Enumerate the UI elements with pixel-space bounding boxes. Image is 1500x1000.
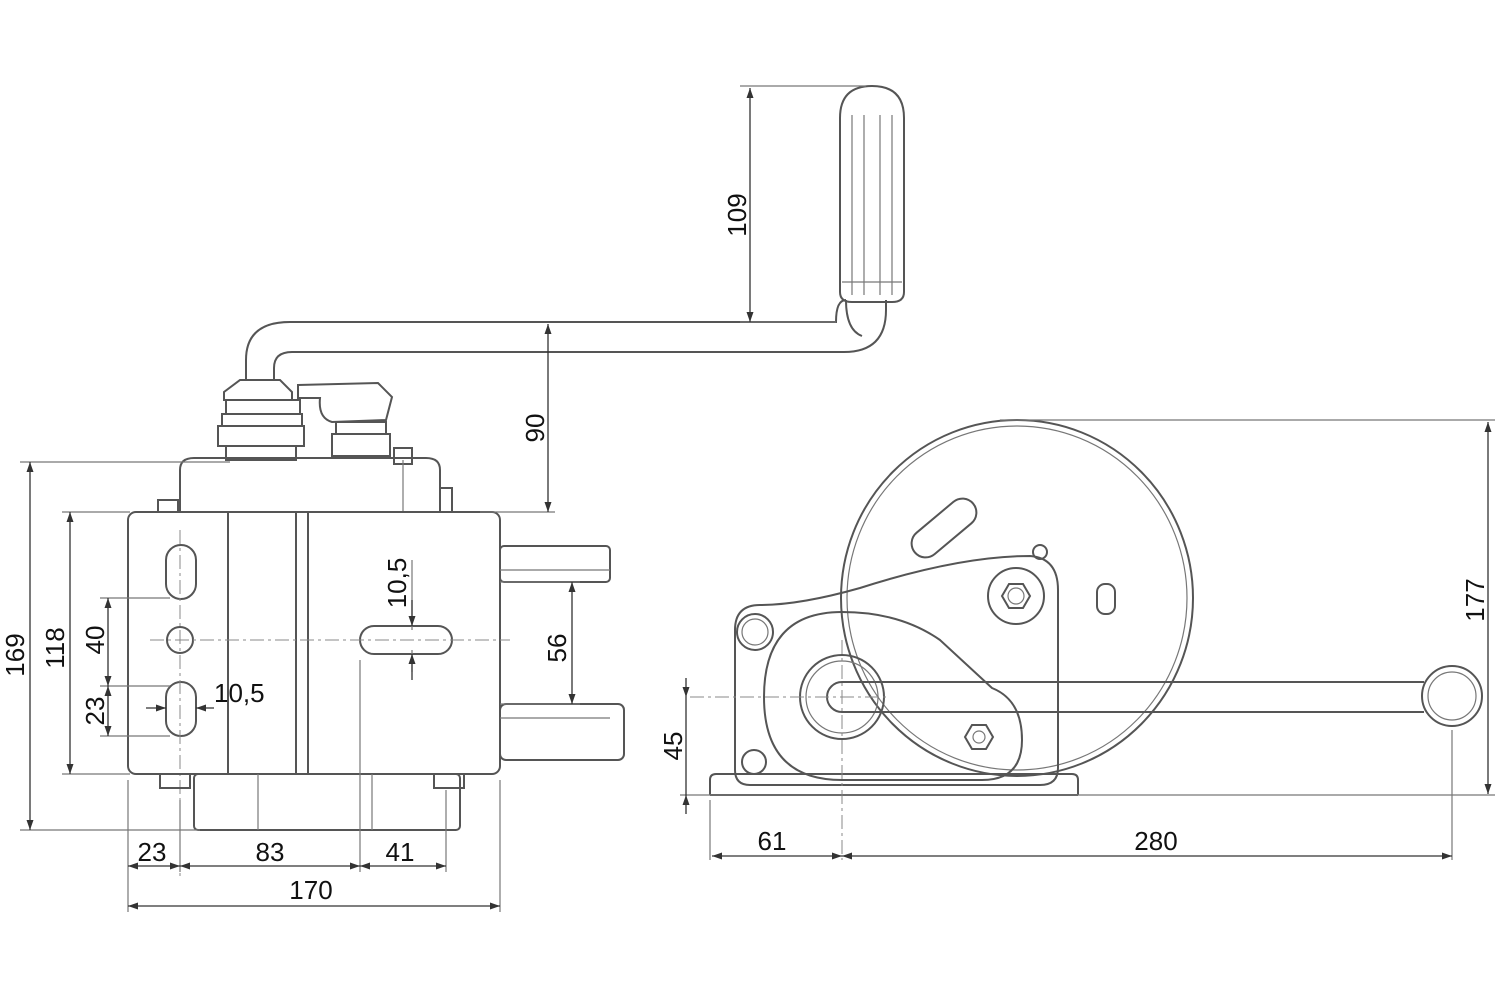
dim-offset-41: 41 xyxy=(386,837,415,867)
side-handle-arm xyxy=(842,681,1424,713)
dim-slot-width-center: 10,5 xyxy=(382,558,412,609)
side-dimension-lines xyxy=(682,422,1492,860)
base-plate xyxy=(709,773,1079,795)
gear-cover-arm xyxy=(762,610,1024,781)
dim-axle-height: 45 xyxy=(658,732,688,761)
cable-drum xyxy=(840,419,1194,777)
front-dimension-lines xyxy=(26,88,754,910)
dim-crank-offset: 90 xyxy=(520,414,550,443)
crank-hub xyxy=(217,379,305,461)
gear-cover xyxy=(179,457,441,512)
side-plate xyxy=(734,554,1059,786)
dim-offset-83: 83 xyxy=(256,837,285,867)
mount-plate-top xyxy=(499,545,611,583)
crank-handle xyxy=(245,84,905,380)
winch-body xyxy=(127,511,501,775)
side-view: 177 45 61 280 xyxy=(658,419,1495,860)
mount-plate-bottom xyxy=(499,703,625,761)
dim-hole-spacing-23: 23 xyxy=(80,697,110,726)
dim-mount-height: 56 xyxy=(542,634,572,663)
dim-overall-height: 169 xyxy=(0,633,30,676)
side-handle-knob xyxy=(1421,665,1483,727)
mounting-holes xyxy=(150,530,510,880)
dim-overall-width: 170 xyxy=(289,875,332,905)
dim-hole-spacing-40: 40 xyxy=(80,626,110,655)
drum-housing xyxy=(193,773,461,831)
dim-handle-reach: 280 xyxy=(1134,826,1177,856)
brake-pawl xyxy=(297,381,413,465)
dim-handle-height: 109 xyxy=(722,193,752,236)
dim-side-overall-height: 177 xyxy=(1460,578,1490,621)
dim-offset-23: 23 xyxy=(138,837,167,867)
dim-slot-width-left: 10,5 xyxy=(214,678,265,708)
dim-base-offset: 61 xyxy=(758,826,787,856)
dim-body-height: 118 xyxy=(40,627,70,668)
front-view: 109 90 169 118 40 23 10,5 56 10,5 23 83 … xyxy=(0,84,905,912)
